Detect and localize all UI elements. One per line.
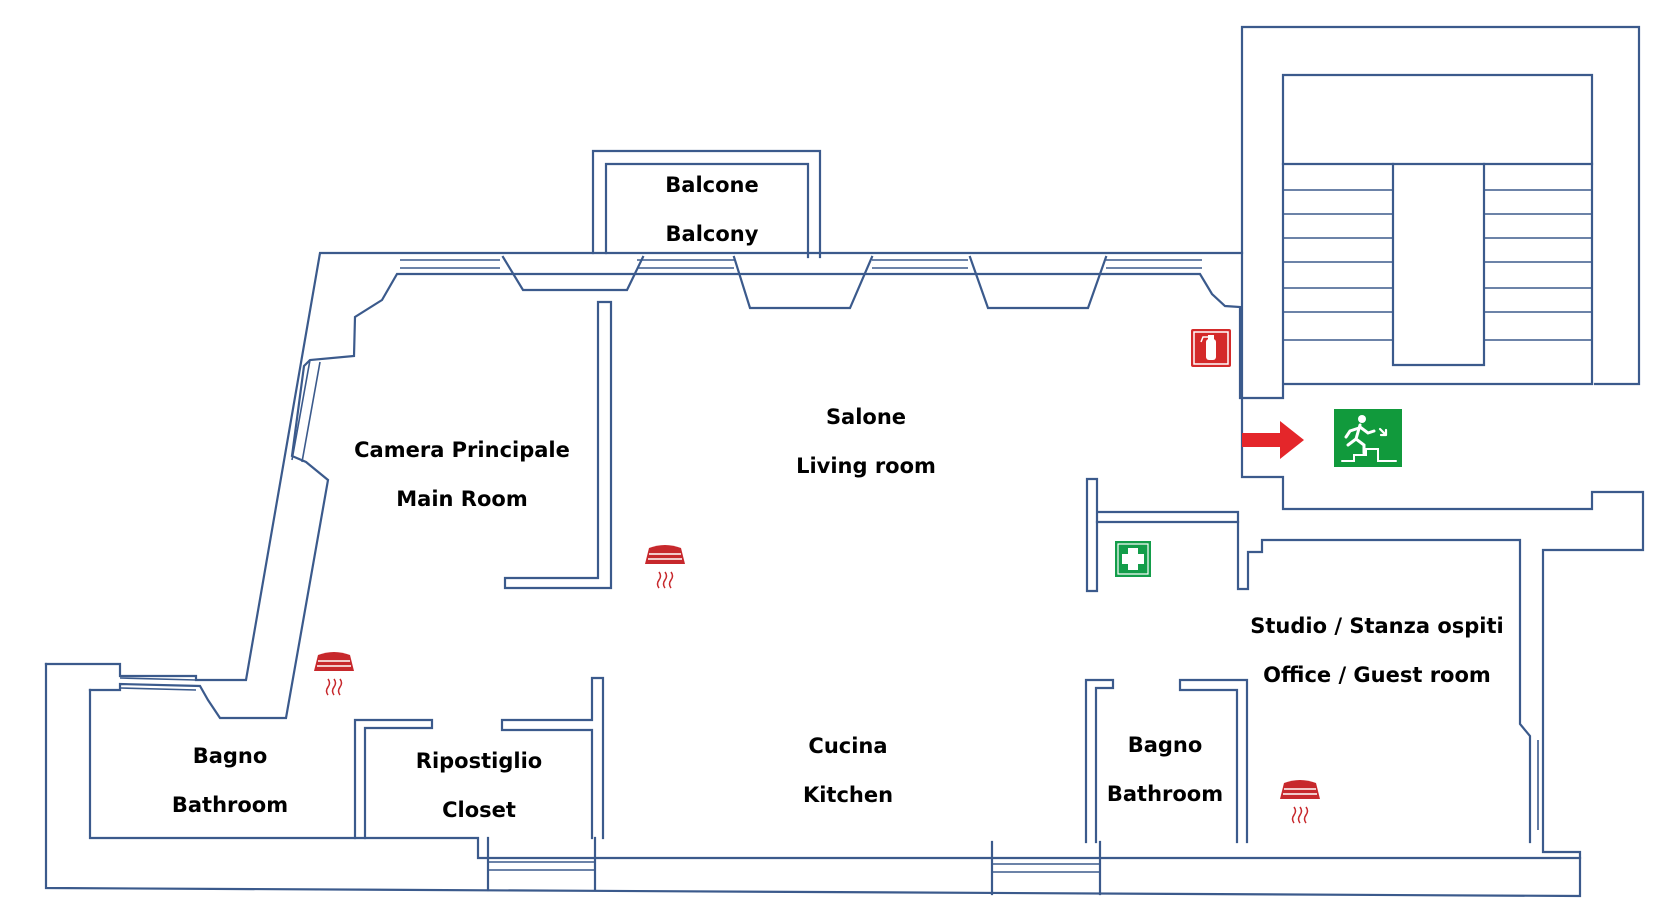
emergency-exit-icon: [1334, 409, 1402, 467]
room-kitchen: Cucina Kitchen: [803, 734, 893, 807]
room-label-it: Cucina: [808, 734, 887, 758]
room-label-en: Main Room: [396, 487, 527, 511]
bathroom-right-wall: [1084, 678, 1115, 844]
room-label-en: Bathroom: [1107, 782, 1223, 806]
room-label-it: Salone: [826, 405, 906, 429]
smoke-detector-icon: [645, 545, 685, 589]
bottom-bay-2: [990, 840, 1102, 896]
room-bathroom-right: Bagno Bathroom: [1107, 733, 1223, 806]
smoke-detector-icon: [1280, 780, 1320, 824]
bathroom-closet-wall: [353, 718, 434, 840]
outer-wall: [44, 25, 1645, 898]
room-labels: Balcone Balcony Camera Principale Main R…: [172, 173, 1504, 822]
exit-direction-arrow-icon: [1242, 421, 1304, 459]
office-window: [1529, 740, 1539, 830]
fire-extinguisher-icon: [1191, 329, 1231, 367]
stair-steps-left: [1283, 189, 1393, 341]
room-bathroom-left: Bagno Bathroom: [172, 744, 288, 817]
window-sill-1: [400, 259, 500, 269]
room-label-en: Bathroom: [172, 793, 288, 817]
room-label-en: Closet: [442, 798, 516, 822]
room-closet: Ripostiglio Closet: [416, 749, 542, 822]
room-living-room: Salone Living room: [796, 405, 936, 478]
room-label-it: Bagno: [193, 744, 268, 768]
stair-core: [1391, 162, 1486, 367]
balcony-outer: [591, 149, 822, 259]
room-main-room: Camera Principale Main Room: [354, 438, 570, 511]
corridor-wall: [1085, 477, 1532, 844]
first-aid-icon: [1115, 541, 1151, 577]
room-label-it: Bagno: [1128, 733, 1203, 757]
inner-wall-left-upper: [88, 73, 1594, 720]
room-balcony: Balcone Balcony: [665, 173, 758, 246]
room-label-it: Camera Principale: [354, 438, 570, 462]
window-recess-2: [732, 255, 874, 310]
closet-kitchen-wall: [500, 676, 605, 840]
main-room-divider: [503, 300, 613, 590]
walls: [44, 25, 1645, 898]
smoke-detector-icon: [314, 652, 354, 696]
window-sill-3: [872, 259, 968, 269]
bottom-bay-1: [486, 836, 597, 892]
balcony-inner: [604, 162, 810, 259]
stair-steps-right: [1484, 189, 1592, 341]
outer-wall-top-left: [44, 251, 1244, 682]
window-recess-1: [501, 255, 645, 292]
window-sill-4: [1106, 259, 1202, 269]
room-label-it: Balcone: [665, 173, 758, 197]
bathroom-window: [119, 677, 197, 691]
bottom-window-1: [488, 861, 595, 871]
window-recess-3: [968, 255, 1108, 310]
room-label-en: Living room: [796, 454, 936, 478]
room-label-it: Studio / Stanza ospiti: [1250, 614, 1503, 638]
room-label-en: Office / Guest room: [1263, 663, 1491, 687]
room-label-it: Ripostiglio: [416, 749, 542, 773]
inner-wall-left: [88, 688, 1582, 860]
safety-icons: [314, 329, 1402, 824]
left-window: [291, 359, 321, 463]
window-sill-2: [637, 259, 734, 269]
room-label-en: Kitchen: [803, 783, 893, 807]
room-office: Studio / Stanza ospiti Office / Guest ro…: [1250, 614, 1503, 687]
bottom-window-2: [992, 863, 1100, 873]
room-label-en: Balcony: [666, 222, 759, 246]
bathroom-right-wall-2: [1178, 678, 1249, 844]
